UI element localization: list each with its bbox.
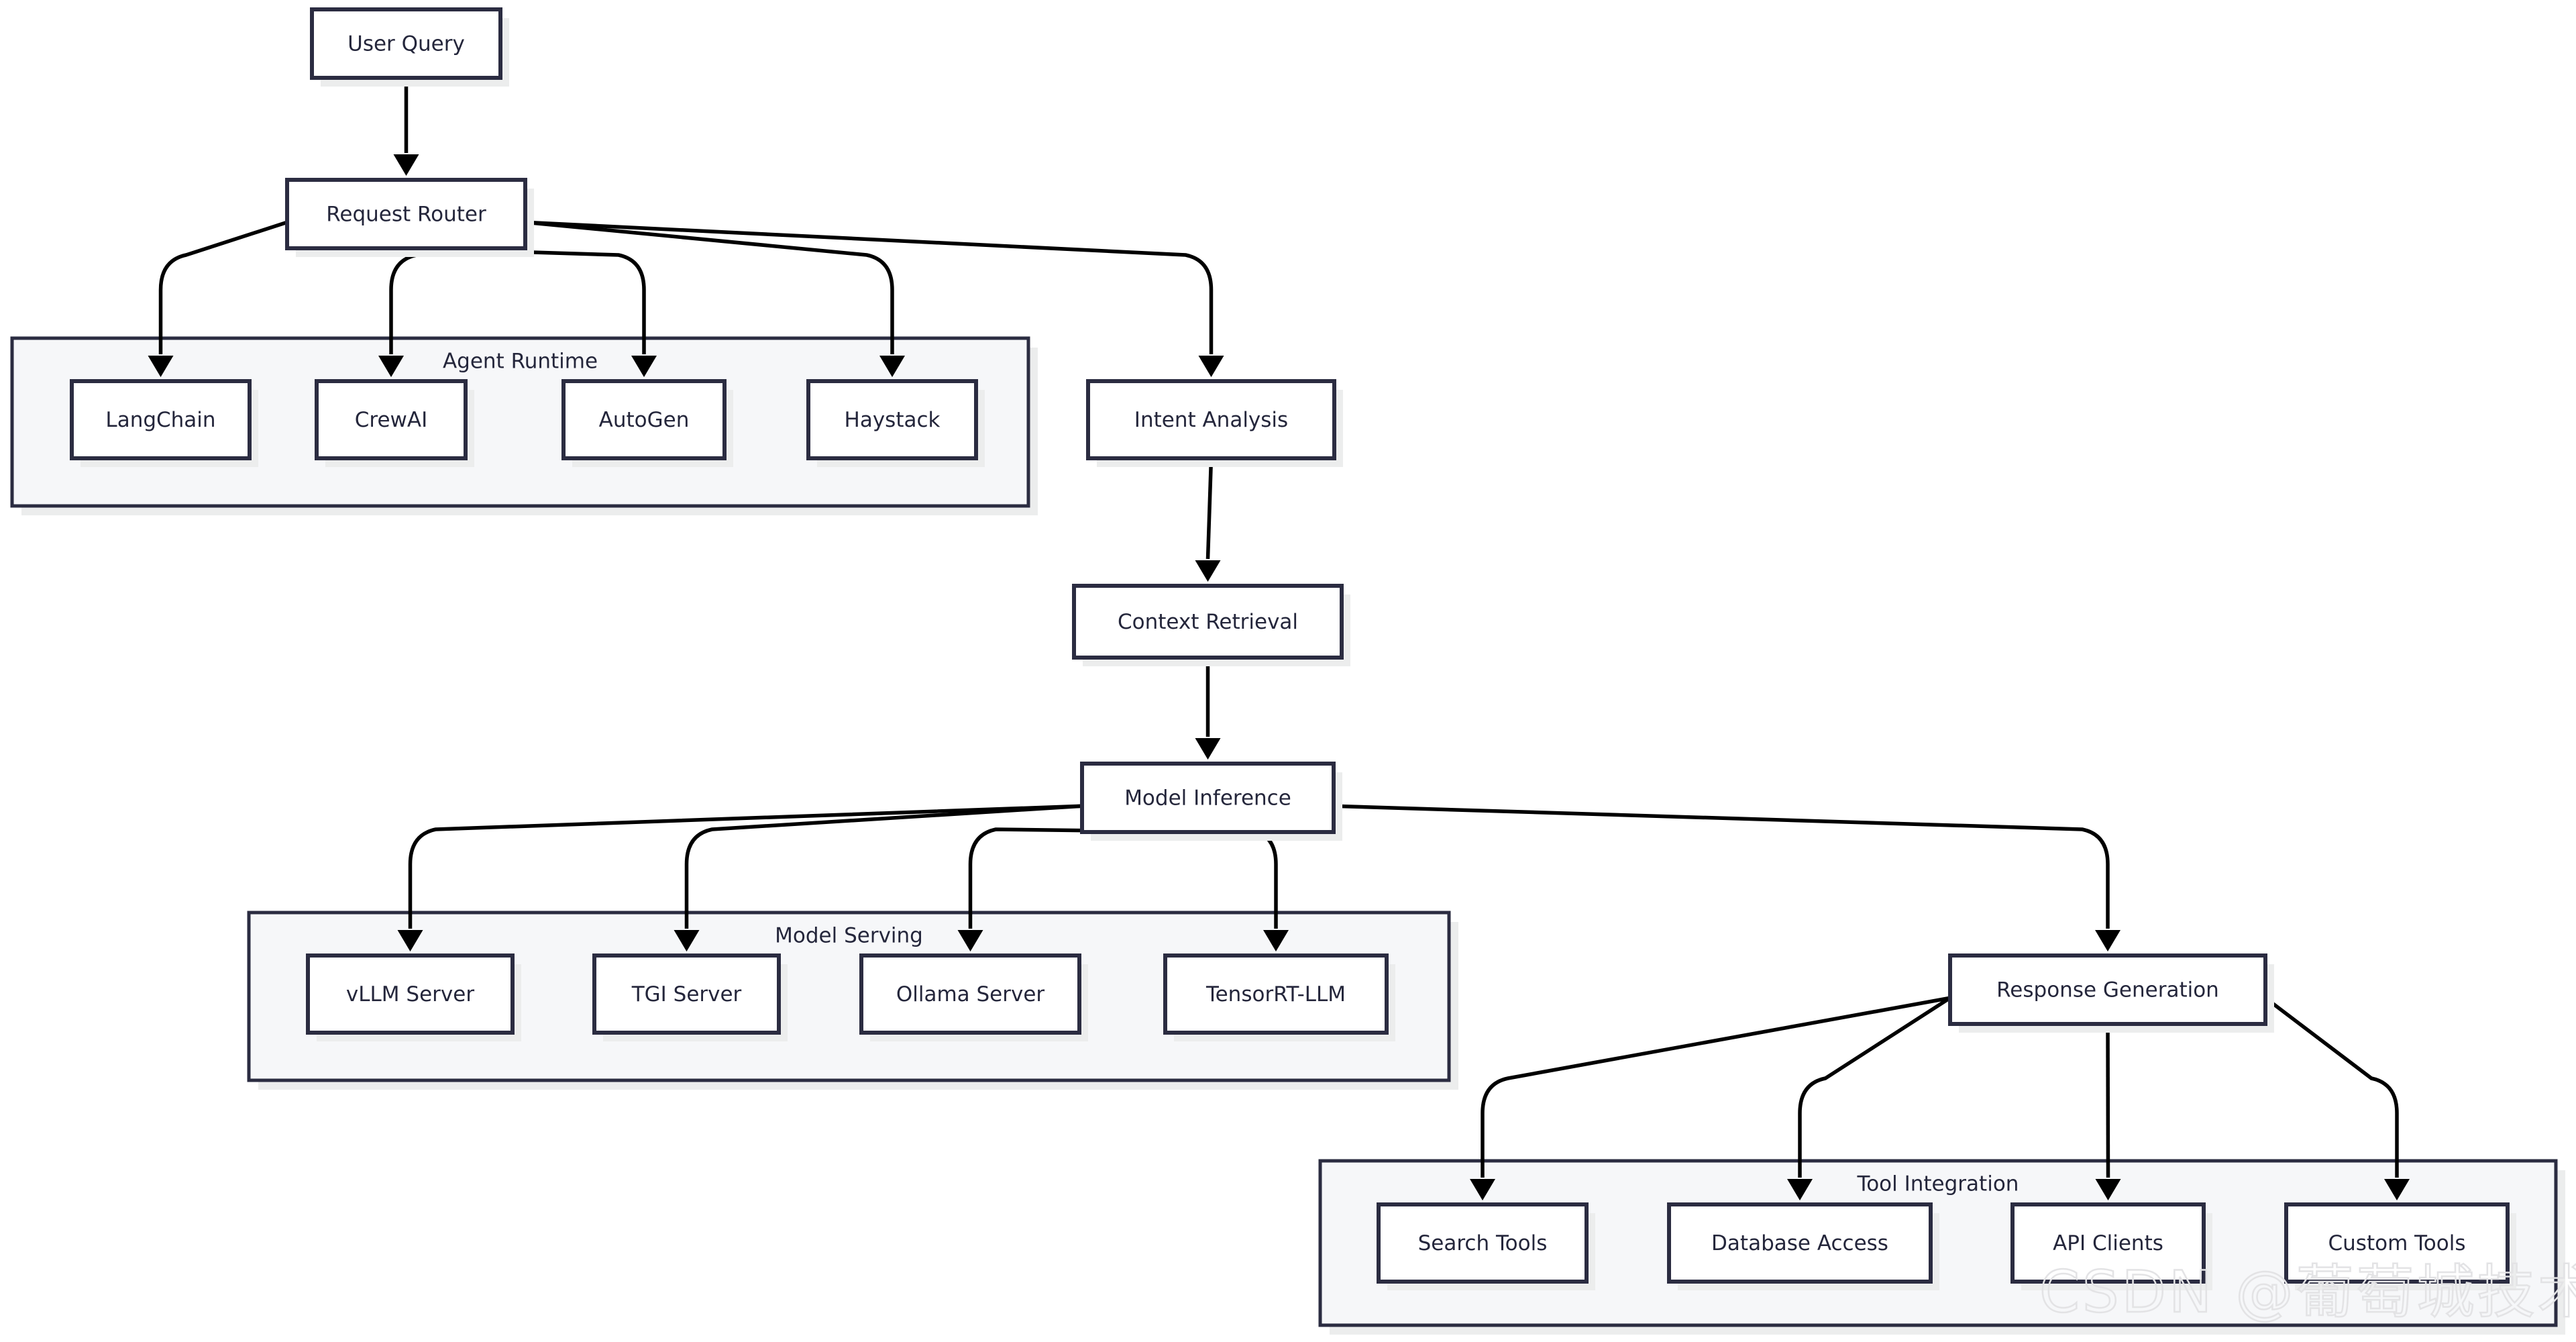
node-label-crewai: CrewAI bbox=[355, 408, 428, 432]
node-label-context-retrieval: Context Retrieval bbox=[1118, 610, 1298, 634]
arrow-head bbox=[148, 356, 174, 377]
arrow-head bbox=[631, 356, 657, 377]
watermark-layer: CSDN @葡萄城技术团队 bbox=[2039, 1258, 2576, 1327]
node-ollama-server[interactable]: Ollama Server bbox=[859, 953, 1088, 1041]
node-database-access[interactable]: Database Access bbox=[1667, 1202, 1939, 1290]
arrow-head bbox=[2095, 1179, 2121, 1200]
node-label-custom-tools: Custom Tools bbox=[2328, 1231, 2466, 1255]
arrow-head bbox=[378, 356, 404, 377]
edge-response-generation-to-search-tools bbox=[1481, 996, 1951, 1178]
arrow-head bbox=[957, 930, 983, 951]
node-search-tools[interactable]: Search Tools bbox=[1377, 1202, 1595, 1290]
arrow-head bbox=[1198, 356, 1224, 377]
node-user-query[interactable]: User Query bbox=[310, 7, 509, 87]
node-label-vllm-server: vLLM Server bbox=[346, 982, 474, 1007]
node-model-inference[interactable]: Model Inference bbox=[1080, 762, 1342, 841]
arrow-head bbox=[1263, 930, 1289, 951]
edge-model-inference-to-tgi-server bbox=[684, 804, 1083, 929]
node-label-database-access: Database Access bbox=[1711, 1231, 1888, 1255]
node-label-intent-analysis: Intent Analysis bbox=[1134, 408, 1288, 432]
node-haystack[interactable]: Haystack bbox=[806, 379, 985, 467]
edge-response-generation-to-database-access bbox=[1798, 996, 1951, 1178]
arrow-head bbox=[2095, 930, 2121, 951]
edge-model-inference-to-ollama-server bbox=[968, 827, 1208, 929]
node-response-generation[interactable]: Response Generation bbox=[1948, 953, 2274, 1033]
node-context-retrieval[interactable]: Context Retrieval bbox=[1072, 584, 1350, 666]
node-label-model-inference: Model Inference bbox=[1124, 786, 1291, 811]
node-label-autogen: AutoGen bbox=[599, 408, 690, 432]
edge-response-generation-to-custom-tools bbox=[2264, 996, 2399, 1178]
edge-intent-analysis-to-context-retrieval bbox=[1205, 458, 1214, 560]
node-label-request-router: Request Router bbox=[326, 203, 486, 227]
cluster-label-tool-integration: Tool Integration bbox=[1857, 1172, 2019, 1196]
node-langchain[interactable]: LangChain bbox=[70, 379, 258, 467]
node-crewai[interactable]: CrewAI bbox=[315, 379, 474, 467]
node-vllm-server[interactable]: vLLM Server bbox=[306, 953, 521, 1041]
node-label-langchain: LangChain bbox=[105, 408, 215, 432]
node-tensorrt-llm[interactable]: TensorRT-LLM bbox=[1163, 953, 1395, 1041]
arrow-head bbox=[1195, 738, 1221, 760]
arrow-head bbox=[393, 154, 419, 176]
node-label-haystack: Haystack bbox=[845, 408, 941, 432]
node-label-ollama-server: Ollama Server bbox=[896, 982, 1045, 1007]
node-label-response-generation: Response Generation bbox=[1996, 978, 2219, 1002]
edge-layer bbox=[148, 78, 2410, 1200]
node-api-clients[interactable]: API Clients bbox=[2010, 1202, 2212, 1290]
node-tgi-server[interactable]: TGI Server bbox=[592, 953, 788, 1041]
arrow-head bbox=[1470, 1179, 1495, 1200]
arrow-head bbox=[397, 930, 423, 951]
cluster-label-agent-runtime: Agent Runtime bbox=[443, 350, 598, 374]
node-request-router[interactable]: Request Router bbox=[285, 178, 534, 257]
edge-request-router-to-haystack bbox=[525, 220, 894, 354]
edge-request-router-to-autogen bbox=[406, 246, 646, 354]
arrow-head bbox=[1195, 560, 1221, 582]
node-label-user-query: User Query bbox=[347, 32, 465, 56]
edge-request-router-to-intent-analysis bbox=[525, 220, 1214, 354]
node-label-tensorrt-llm: TensorRT-LLM bbox=[1205, 982, 1346, 1007]
edge-request-router-to-langchain bbox=[158, 220, 288, 354]
node-label-tgi-server: TGI Server bbox=[631, 982, 742, 1007]
node-label-search-tools: Search Tools bbox=[1418, 1231, 1548, 1255]
csdn-watermark: CSDN @葡萄城技术团队 bbox=[2039, 1259, 2576, 1326]
node-custom-tools[interactable]: Custom Tools bbox=[2284, 1202, 2516, 1290]
arrow-head bbox=[1787, 1179, 1813, 1200]
arrow-head bbox=[2384, 1179, 2410, 1200]
edge-model-inference-to-vllm-server bbox=[408, 804, 1083, 929]
node-label-api-clients: API Clients bbox=[2053, 1231, 2163, 1255]
cluster-label-model-serving: Model Serving bbox=[775, 924, 923, 948]
arrow-head bbox=[879, 356, 905, 377]
node-intent-analysis[interactable]: Intent Analysis bbox=[1086, 379, 1343, 467]
arrow-head bbox=[674, 930, 700, 951]
node-autogen[interactable]: AutoGen bbox=[561, 379, 733, 467]
edge-model-inference-to-response-generation bbox=[1333, 804, 2110, 929]
